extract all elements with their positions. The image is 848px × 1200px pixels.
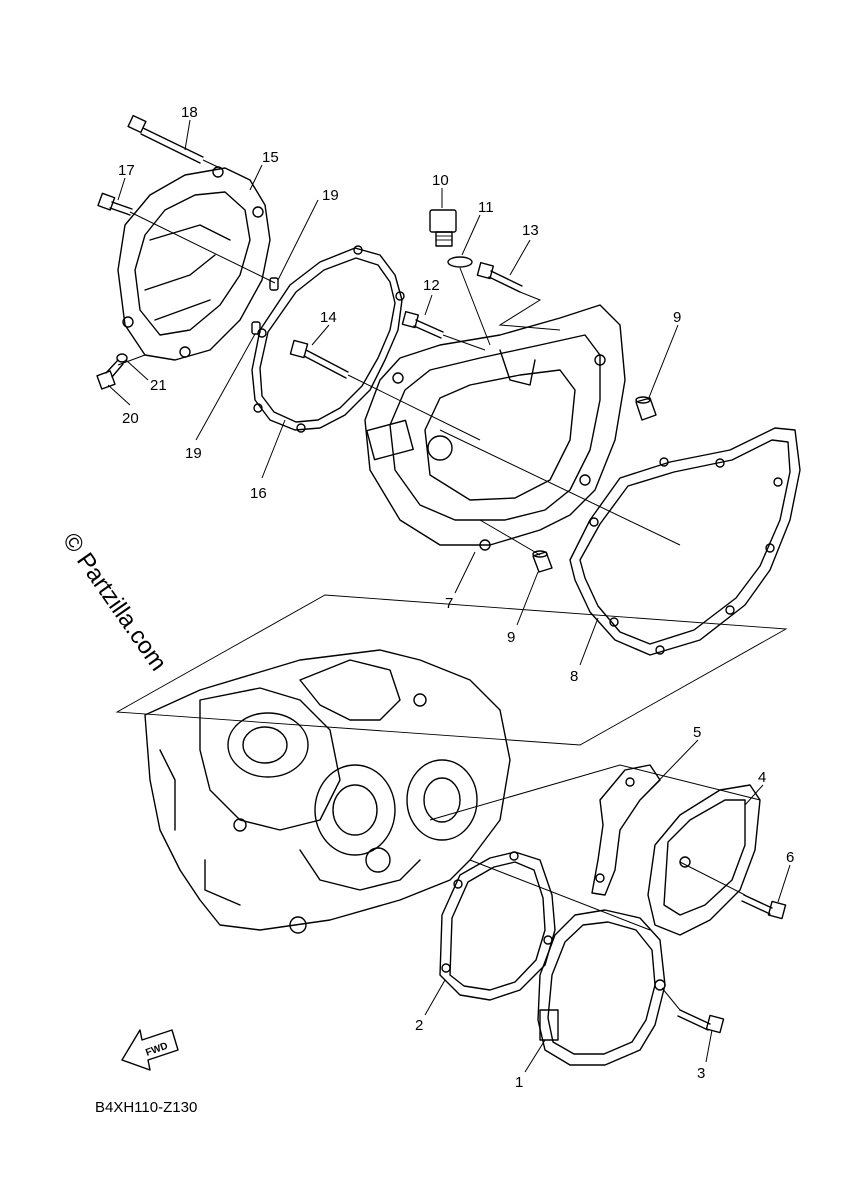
- callout-20: 20: [122, 410, 139, 427]
- callout-19-upper: 19: [322, 187, 339, 204]
- bolt-12: [401, 310, 444, 339]
- gasket-2: [439, 851, 556, 1001]
- callout-14: 14: [320, 309, 337, 326]
- callout-leaders: [107, 119, 791, 1073]
- callout-15: 15: [262, 149, 279, 166]
- callout-7: 7: [445, 595, 453, 612]
- watermark: © Partzilla.com: [57, 528, 172, 676]
- callout-13: 13: [522, 222, 539, 239]
- plug-10: [429, 209, 457, 247]
- dowel-9-upper: [635, 396, 657, 421]
- diagram-code: B4XH110-Z130: [95, 1099, 197, 1116]
- callout-numbers: 18 15 17 19 10 11 13 12 14 9 21 20 19 16…: [118, 104, 794, 1091]
- callout-10: 10: [432, 172, 449, 189]
- dowel-pin-19-upper: [269, 277, 279, 291]
- callout-17: 17: [118, 162, 135, 179]
- bolt-6: [741, 894, 787, 920]
- fwd-label: FWD: [144, 1041, 169, 1059]
- callout-18: 18: [181, 104, 198, 121]
- assembly-lines: [117, 159, 761, 1011]
- bolt-13: [476, 261, 523, 293]
- dowel-pin-19-lower: [251, 321, 261, 335]
- callout-12: 12: [423, 277, 440, 294]
- callout-2: 2: [415, 1017, 423, 1034]
- callout-4: 4: [758, 769, 766, 786]
- callout-21: 21: [150, 377, 167, 394]
- callout-8: 8: [570, 668, 578, 685]
- bolt-3: [677, 1009, 725, 1034]
- washer-21: [116, 353, 128, 363]
- bolt-17: [97, 192, 133, 216]
- cover-4: [647, 784, 761, 936]
- crankcase-reference-plane: [115, 594, 788, 746]
- callout-9-upper: 9: [673, 309, 681, 326]
- callout-16: 16: [250, 485, 267, 502]
- callout-19-lower: 19: [185, 445, 202, 462]
- crankcase-cover-left: [117, 166, 271, 361]
- callout-6: 6: [786, 849, 794, 866]
- bracket-5: [591, 764, 661, 896]
- callout-5: 5: [693, 724, 701, 741]
- callout-9-lower: 9: [507, 629, 515, 646]
- bolt-20: [96, 359, 124, 390]
- gasket-8: [569, 427, 801, 656]
- callout-11: 11: [478, 199, 494, 216]
- o-ring-11: [447, 256, 473, 268]
- callout-3: 3: [697, 1065, 705, 1082]
- callout-1: 1: [515, 1074, 523, 1091]
- dowel-9-lower: [532, 550, 553, 573]
- crankcase: [144, 649, 511, 934]
- crankcase-cover-right: [364, 304, 626, 551]
- bolt-14: [289, 339, 349, 379]
- bolt-18: [127, 114, 204, 164]
- gasket-16: [251, 245, 405, 433]
- fwd-arrow: FWD: [121, 1029, 179, 1071]
- cover-1: [537, 909, 666, 1066]
